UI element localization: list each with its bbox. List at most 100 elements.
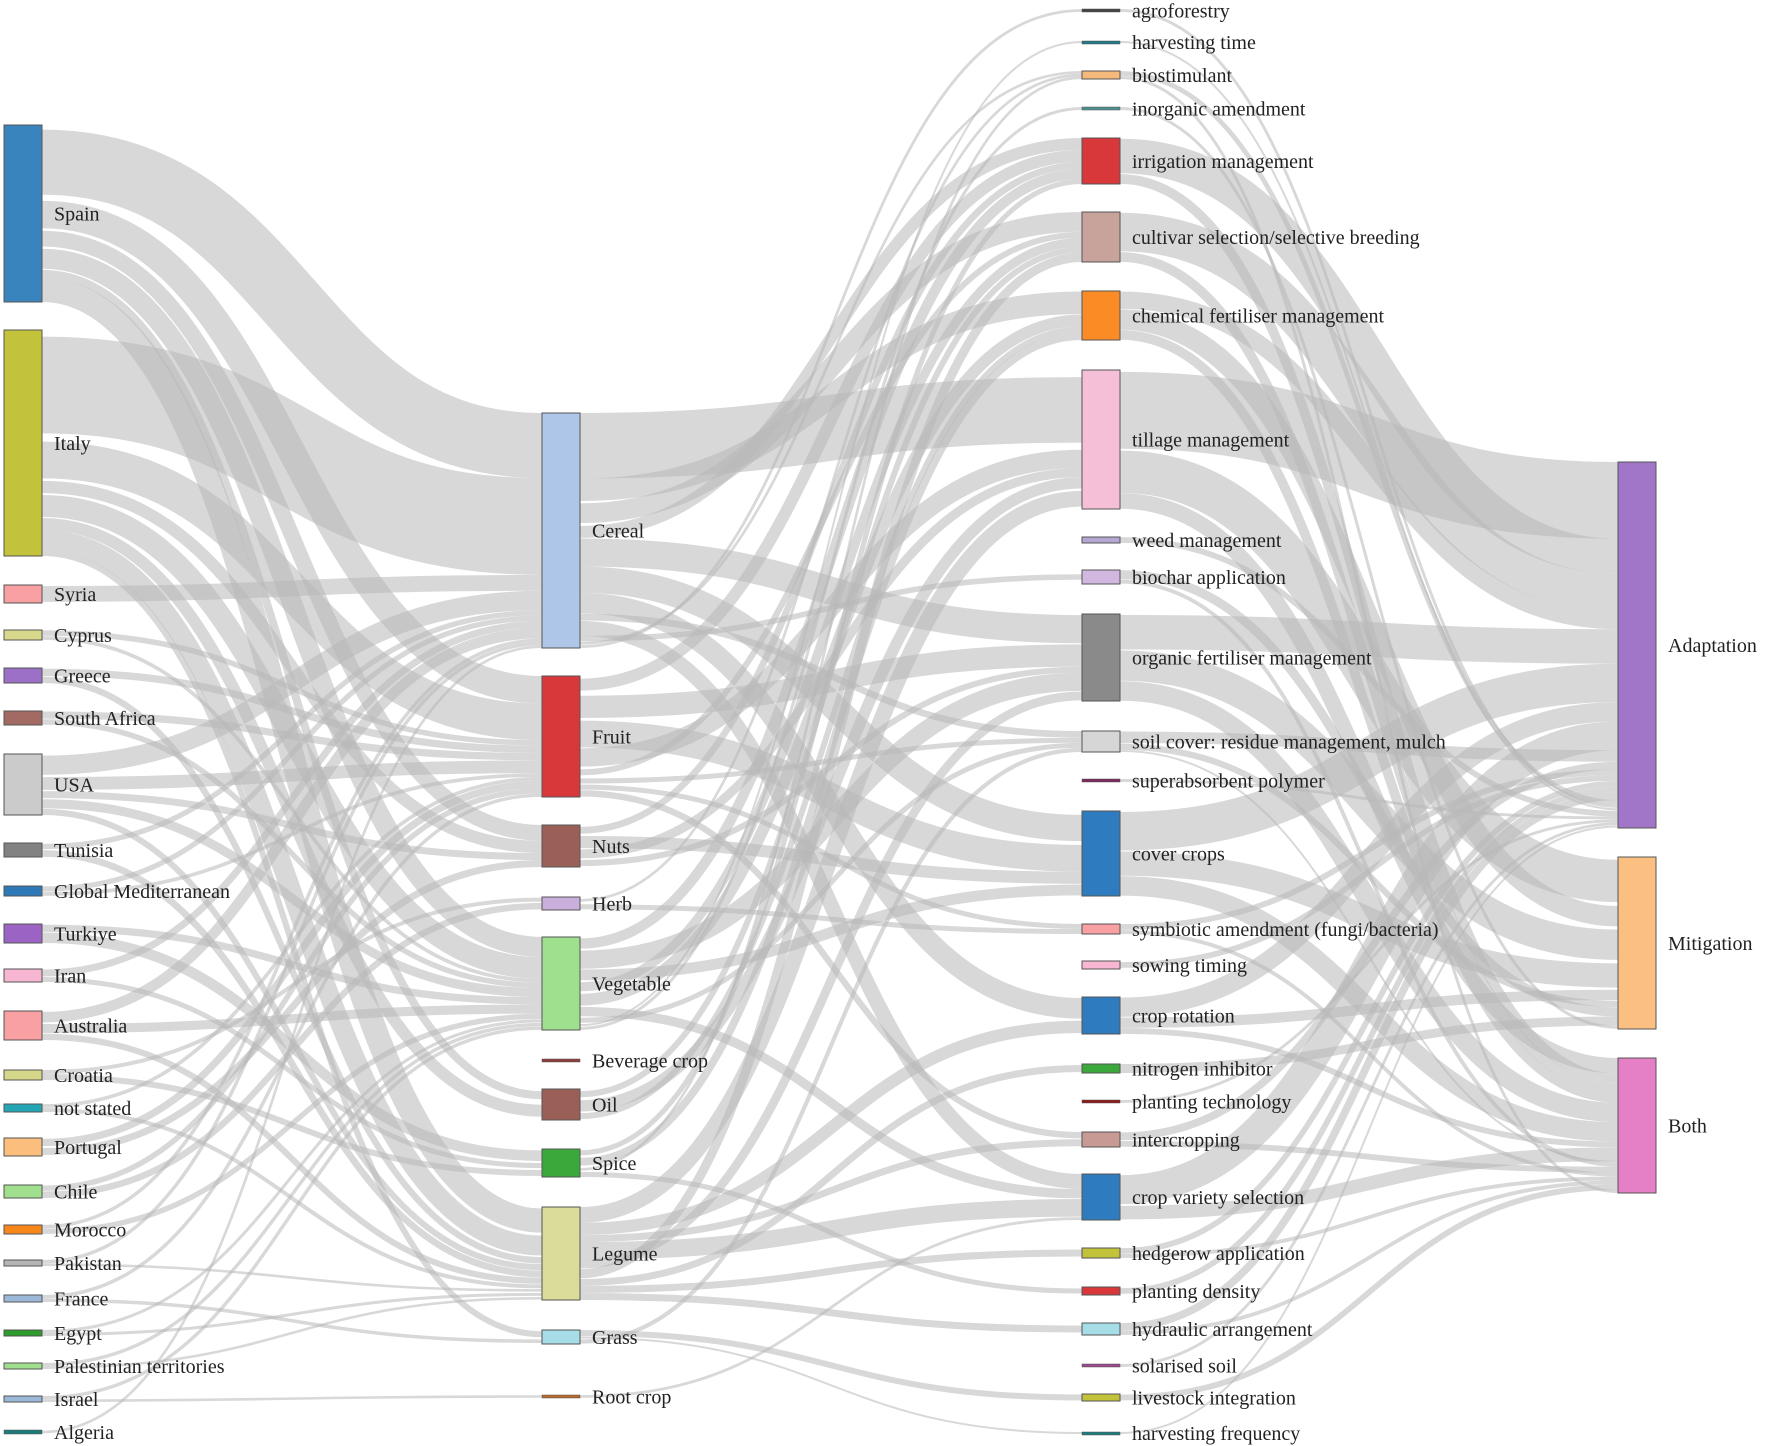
sankey-link xyxy=(579,742,1083,1023)
sankey-link xyxy=(1119,1147,1619,1220)
node-label: tillage management xyxy=(1132,430,1290,452)
sankey-node[interactable] xyxy=(3,629,43,641)
sankey-node[interactable] xyxy=(3,1429,43,1435)
sankey-node[interactable] xyxy=(1617,856,1657,1030)
sankey-node[interactable] xyxy=(1081,106,1121,111)
sankey-node[interactable] xyxy=(1081,730,1121,753)
sankey-node[interactable] xyxy=(3,1010,43,1041)
sankey-link xyxy=(41,1026,543,1400)
sankey-node[interactable] xyxy=(3,968,43,983)
sankey-node[interactable] xyxy=(3,1137,43,1157)
sankey-node[interactable] xyxy=(1081,1063,1121,1074)
sankey-link xyxy=(41,799,543,998)
sankey-node[interactable] xyxy=(3,667,43,684)
sankey-link xyxy=(41,780,543,1147)
sankey-node[interactable] xyxy=(541,1329,581,1345)
node-label: Iran xyxy=(54,966,86,988)
sankey-node[interactable] xyxy=(1081,369,1121,510)
sankey-node[interactable] xyxy=(3,1259,43,1267)
sankey-node[interactable] xyxy=(3,1184,43,1199)
node-label: Root crop xyxy=(592,1387,671,1409)
sankey-node[interactable] xyxy=(1081,1393,1121,1402)
sankey-node[interactable] xyxy=(3,1069,43,1081)
node-label: Croatia xyxy=(54,1065,113,1087)
sankey-node[interactable] xyxy=(1617,1057,1657,1194)
sankey-node[interactable] xyxy=(3,1362,43,1370)
sankey-node[interactable] xyxy=(541,896,581,911)
sankey-node[interactable] xyxy=(1081,778,1121,783)
sankey-node[interactable] xyxy=(3,842,43,858)
sankey-link xyxy=(41,480,543,853)
sankey-link xyxy=(579,326,1083,1120)
node-label: sowing timing xyxy=(1132,955,1247,977)
node-label: cover crops xyxy=(1132,844,1225,866)
sankey-node[interactable] xyxy=(1081,137,1121,185)
sankey-node[interactable] xyxy=(1081,923,1121,935)
node-label: cultivar selection/selective breeding xyxy=(1132,227,1420,249)
sankey-node[interactable] xyxy=(1081,40,1121,45)
sankey-link xyxy=(41,1298,543,1343)
sankey-node[interactable] xyxy=(1081,1131,1121,1148)
node-label: intercropping xyxy=(1132,1130,1240,1152)
sankey-node[interactable] xyxy=(1081,1099,1121,1104)
node-label: hydraulic arrangement xyxy=(1132,1319,1313,1341)
sankey-node[interactable] xyxy=(1081,569,1121,585)
sankey-node[interactable] xyxy=(541,1058,581,1063)
sankey-link xyxy=(41,676,543,1264)
node-label: agroforestry xyxy=(1132,1,1230,23)
sankey-node[interactable] xyxy=(3,1103,43,1113)
sankey-node[interactable] xyxy=(1081,211,1121,263)
sankey-node[interactable] xyxy=(541,1206,581,1301)
sankey-node[interactable] xyxy=(3,710,43,726)
sankey-node[interactable] xyxy=(1081,1363,1121,1368)
node-label: Beverage crop xyxy=(592,1051,708,1073)
node-label: symbiotic amendment (fungi/bacteria) xyxy=(1132,919,1439,941)
sankey-node[interactable] xyxy=(1081,613,1121,702)
sankey-link xyxy=(579,161,1083,834)
sankey-node[interactable] xyxy=(1081,810,1121,897)
sankey-node[interactable] xyxy=(1081,536,1121,544)
sankey-node[interactable] xyxy=(1081,960,1121,970)
sankey-node[interactable] xyxy=(3,124,43,303)
sankey-node[interactable] xyxy=(3,1224,43,1235)
sankey-node[interactable] xyxy=(541,1394,581,1399)
sankey-node[interactable] xyxy=(3,584,43,604)
sankey-node[interactable] xyxy=(541,1088,581,1121)
node-label: USA xyxy=(54,775,95,797)
sankey-node[interactable] xyxy=(3,885,43,897)
sankey-link xyxy=(1119,779,1619,820)
node-label: irrigation management xyxy=(1132,151,1314,173)
sankey-node[interactable] xyxy=(3,923,43,944)
sankey-node[interactable] xyxy=(3,1329,43,1337)
sankey-node[interactable] xyxy=(3,1294,43,1303)
node-label: inorganic amendment xyxy=(1132,99,1306,121)
sankey-node[interactable] xyxy=(541,1148,581,1178)
sankey-node[interactable] xyxy=(1617,461,1657,829)
sankey-link xyxy=(41,1013,543,1234)
sankey-node[interactable] xyxy=(1081,290,1121,341)
sankey-node[interactable] xyxy=(1081,8,1121,13)
sankey-node[interactable] xyxy=(541,936,581,1031)
sankey-link xyxy=(41,1033,543,1284)
node-label: Algeria xyxy=(54,1422,114,1444)
sankey-node[interactable] xyxy=(541,824,581,868)
sankey-node[interactable] xyxy=(3,329,43,557)
node-label: Grass xyxy=(592,1327,638,1349)
sankey-node[interactable] xyxy=(1081,1247,1121,1259)
sankey-link xyxy=(41,129,543,479)
sankey-node[interactable] xyxy=(1081,1173,1121,1221)
sankey-node[interactable] xyxy=(3,753,43,816)
sankey-node[interactable] xyxy=(541,412,581,649)
sankey-link xyxy=(41,574,543,602)
sankey-node[interactable] xyxy=(1081,1431,1121,1436)
sankey-node[interactable] xyxy=(3,1395,43,1403)
sankey-link xyxy=(1119,769,1619,930)
sankey-node[interactable] xyxy=(541,675,581,798)
sankey-node[interactable] xyxy=(1081,996,1121,1035)
sankey-link xyxy=(579,73,1083,902)
sankey-node[interactable] xyxy=(1081,70,1121,80)
sankey-node[interactable] xyxy=(1081,1286,1121,1296)
sankey-node[interactable] xyxy=(1081,1322,1121,1336)
sankey-link xyxy=(41,776,543,1108)
